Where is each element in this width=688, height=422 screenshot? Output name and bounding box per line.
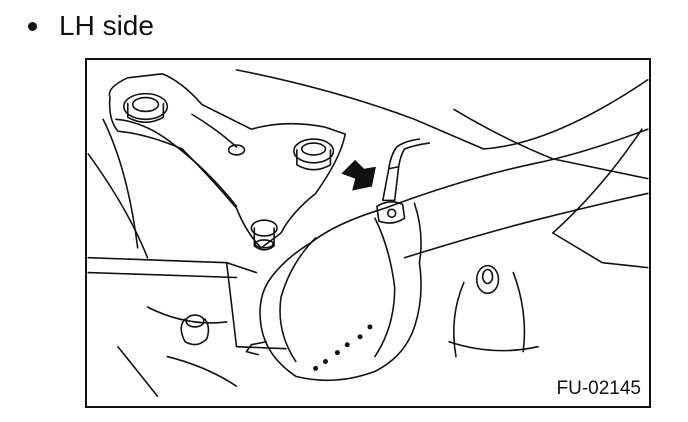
heading-text: LH side [59,10,154,41]
mounting-bracket [108,73,347,249]
exhaust-pipe [384,128,649,210]
arrow-icon [341,159,376,191]
exhaust-illustration [87,69,649,397]
section-heading: LH side [28,6,154,46]
illustration-frame: FU-02145 [85,58,651,408]
bullet-icon [28,21,37,31]
figure-code: FU-02145 [554,378,643,400]
oxygen-sensor [382,165,400,202]
catalytic-converter [259,207,422,382]
